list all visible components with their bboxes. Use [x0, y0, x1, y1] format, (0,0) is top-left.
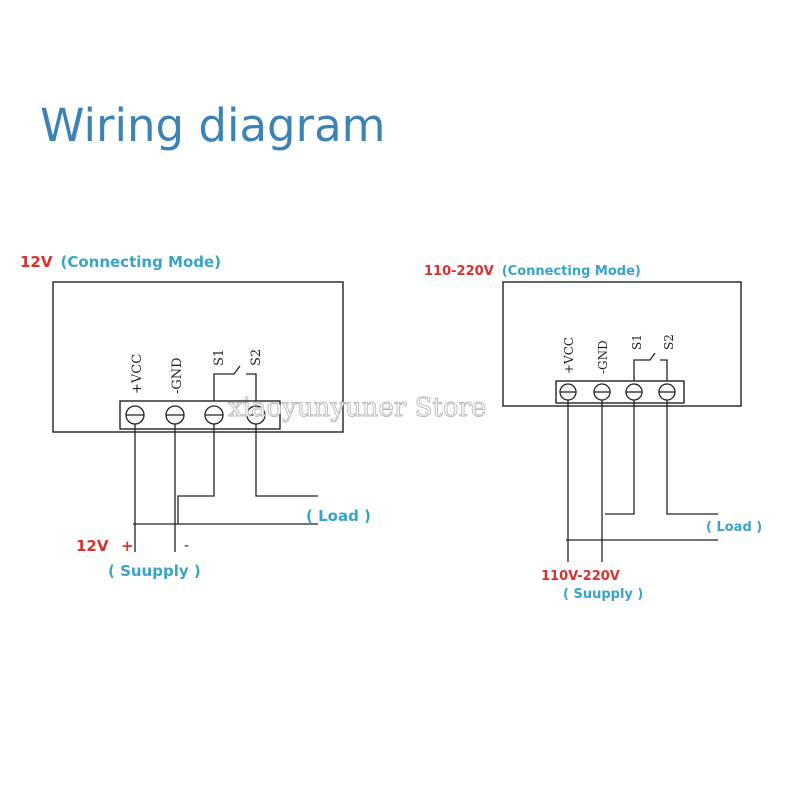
controller-box-220v [502, 281, 742, 407]
terminal-label-s2-12v: S2 [249, 349, 264, 366]
terminal-screw [125, 405, 145, 425]
load-label-220v: ( Load ) [706, 520, 762, 535]
supply-minus-12v: - [184, 536, 189, 554]
terminal-label-s1-220v: S1 [630, 334, 644, 350]
mode-voltage-12v: 12V [20, 253, 53, 271]
terminal-screw [165, 405, 185, 425]
supply-label-12v: ( Suupply ) [108, 562, 201, 580]
diagram-220v: 110-220V (Connecting Mode) +VCC -GND S1 S… [424, 264, 762, 602]
mode-label-220v: (Connecting Mode) [502, 264, 641, 279]
terminal-screw [204, 405, 224, 425]
terminal-screw [559, 383, 577, 401]
load-label-12v: ( Load ) [306, 507, 371, 525]
relay-contact-220v [633, 352, 668, 384]
supply-plus-12v: + [121, 537, 134, 555]
terminal-label-gnd-220v: -GND [596, 340, 610, 374]
mode-heading-12v: 12V (Connecting Mode) [20, 253, 221, 271]
relay-contact-12v [213, 365, 257, 404]
terminal-label-s1-12v: S1 [212, 349, 227, 366]
diagram-12v: 12V (Connecting Mode) +VCC -GND S1 S2 ( L… [20, 253, 371, 580]
terminal-label-s2-220v: S2 [662, 334, 676, 350]
terminal-label-vcc-12v: +VCC [130, 354, 145, 394]
page-title: Wiring diagram [40, 99, 386, 152]
controller-box-12v [52, 281, 344, 433]
watermark: xiaoyunyuner Store [228, 393, 486, 423]
mode-voltage-220v: 110-220V [424, 264, 494, 279]
supply-voltage-12v: 12V [76, 537, 109, 555]
terminal-screw [658, 383, 676, 401]
terminal-screw [593, 383, 611, 401]
terminal-label-vcc-220v: +VCC [562, 337, 576, 374]
terminal-screw [625, 383, 643, 401]
supply-label-220v: ( Suupply ) [563, 587, 643, 602]
wiring-12v [133, 424, 318, 552]
terminal-block-220v [555, 380, 685, 404]
mode-label-12v: (Connecting Mode) [60, 253, 221, 271]
wiring-220v [566, 400, 718, 562]
supply-voltage-220v: 110V-220V [541, 569, 620, 584]
mode-heading-220v: 110-220V (Connecting Mode) [424, 264, 641, 279]
terminal-label-gnd-12v: -GND [170, 357, 185, 394]
